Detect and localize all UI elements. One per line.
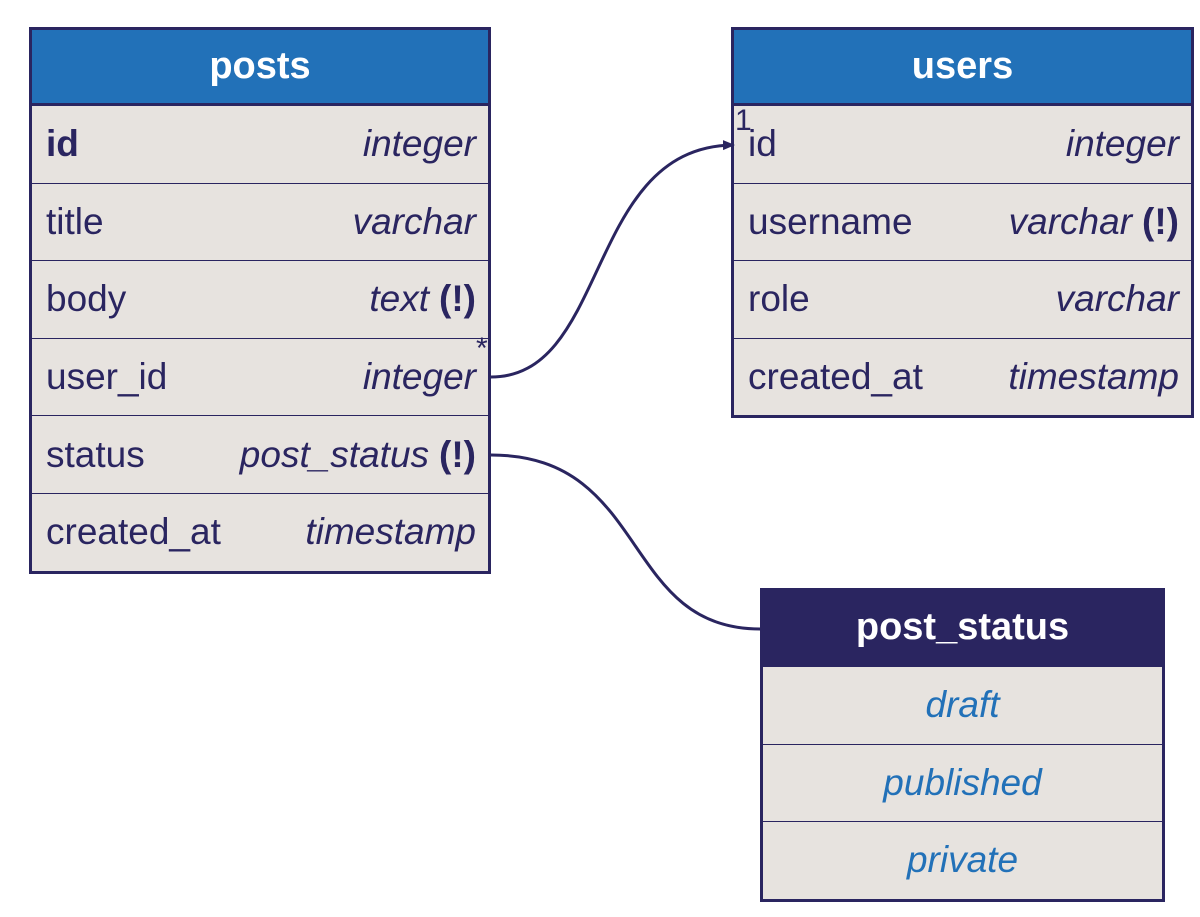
field-type: integer: [362, 123, 476, 165]
field-row-posts-title[interactable]: title varchar: [32, 182, 488, 261]
relation-line-posts-status-to-post-status[interactable]: [490, 453, 761, 631]
enum-value-draft[interactable]: draft: [763, 666, 1162, 744]
field-type: post_status(!): [239, 433, 476, 475]
not-null-marker: (!): [1142, 200, 1179, 242]
field-name: created_at: [748, 356, 923, 398]
enum-post-status[interactable]: post_status draft published private: [760, 588, 1165, 902]
field-name: title: [46, 200, 104, 242]
field-row-posts-status[interactable]: status post_status(!): [32, 415, 488, 493]
field-type: timestamp: [305, 511, 476, 553]
table-header-posts: posts: [32, 30, 488, 105]
field-name: status: [46, 433, 145, 475]
cardinality-many-label: *: [476, 332, 488, 365]
field-row-posts-user-id[interactable]: user_id integer: [32, 337, 488, 416]
enum-value-published[interactable]: published: [763, 743, 1162, 822]
field-row-posts-id[interactable]: id integer: [32, 105, 488, 183]
table-posts[interactable]: posts id integer title varchar body text…: [29, 27, 491, 574]
field-name: username: [748, 200, 913, 242]
field-type: varchar: [352, 200, 476, 242]
field-name: user_id: [46, 356, 168, 398]
field-row-users-username[interactable]: username varchar(!): [734, 182, 1191, 261]
enum-value-private[interactable]: private: [763, 821, 1162, 899]
not-null-marker: (!): [439, 433, 476, 475]
field-name: id: [46, 123, 79, 165]
field-type: timestamp: [1008, 356, 1179, 398]
table-users[interactable]: users id integer username varchar(!) rol…: [731, 27, 1194, 419]
field-row-users-id[interactable]: id integer: [734, 105, 1191, 183]
relation-line-posts-user-id-to-users-id[interactable]: [490, 140, 735, 379]
table-header-users: users: [734, 30, 1191, 105]
field-name: role: [748, 278, 810, 320]
enum-header-post-status: post_status: [763, 591, 1162, 666]
field-type: text(!): [369, 278, 476, 320]
field-type: integer: [362, 356, 476, 398]
field-name: created_at: [46, 511, 221, 553]
field-name: body: [46, 278, 127, 320]
field-type: integer: [1065, 123, 1179, 165]
field-row-users-created-at[interactable]: created_at timestamp: [734, 337, 1191, 416]
field-type: varchar(!): [1008, 200, 1179, 242]
field-type: varchar: [1055, 278, 1179, 320]
field-row-users-role[interactable]: role varchar: [734, 260, 1191, 338]
field-row-posts-created-at[interactable]: created_at timestamp: [32, 492, 488, 571]
cardinality-one-label: 1: [735, 104, 752, 137]
not-null-marker: (!): [439, 278, 476, 320]
field-name: id: [748, 123, 777, 165]
field-row-posts-body[interactable]: body text(!): [32, 260, 488, 338]
